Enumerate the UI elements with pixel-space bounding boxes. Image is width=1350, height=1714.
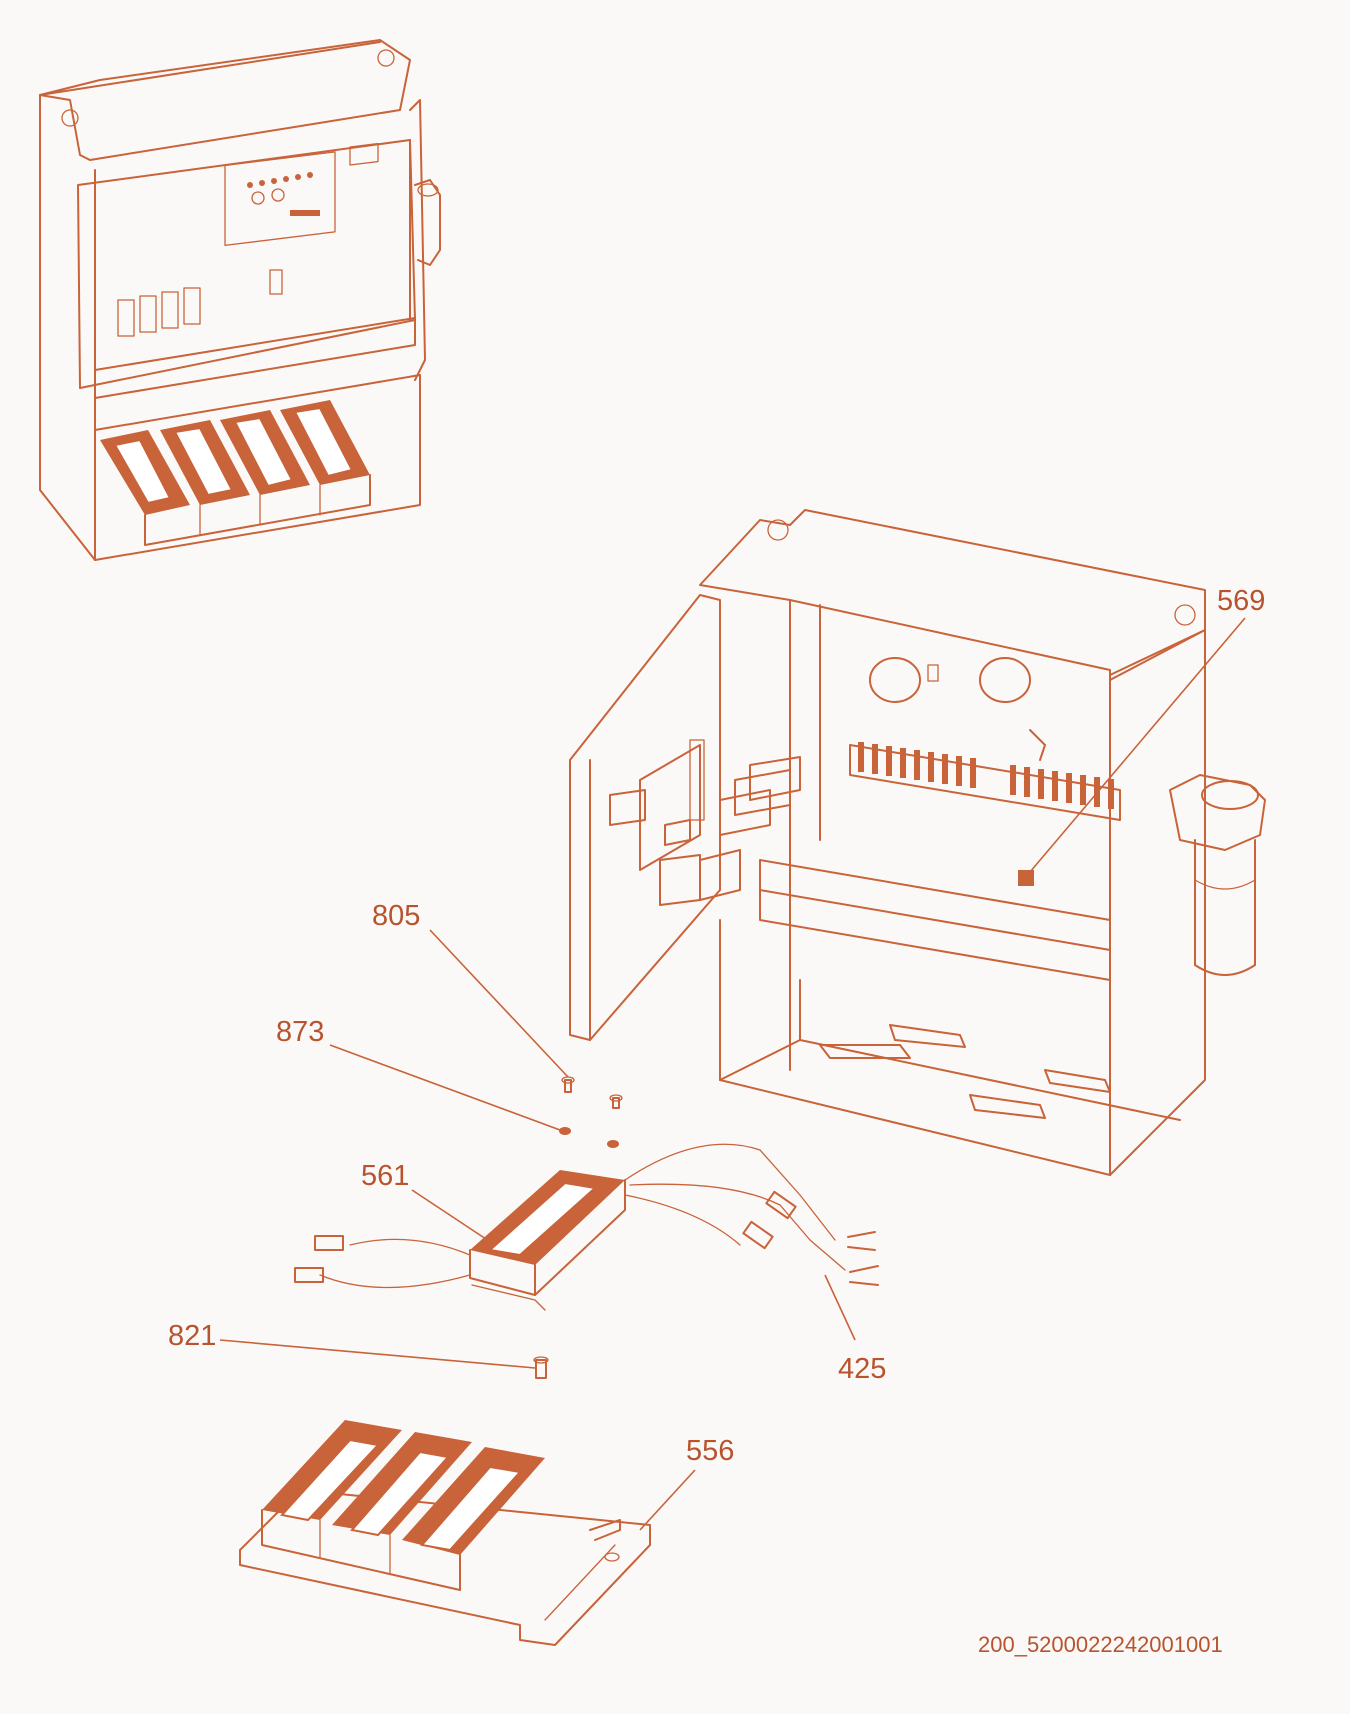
callout-805: 805 <box>372 900 421 932</box>
callout-873: 873 <box>276 1016 325 1048</box>
callout-556: 556 <box>686 1435 735 1467</box>
converter-module <box>294 1143 879 1311</box>
callout-569: 569 <box>1217 585 1266 617</box>
fuel-filter <box>1169 774 1266 976</box>
drawing-id: 200_5200022242001001 <box>978 1632 1223 1657</box>
callout-leaders <box>219 617 1246 1531</box>
main-cabinet <box>569 509 1266 1176</box>
assembled-cabinet-view <box>39 39 441 561</box>
callout-561: 561 <box>361 1160 410 1192</box>
hardware <box>533 1076 623 1379</box>
callout-425: 425 <box>838 1353 887 1385</box>
callout-821: 821 <box>168 1320 217 1352</box>
battery-tray <box>239 1420 651 1646</box>
